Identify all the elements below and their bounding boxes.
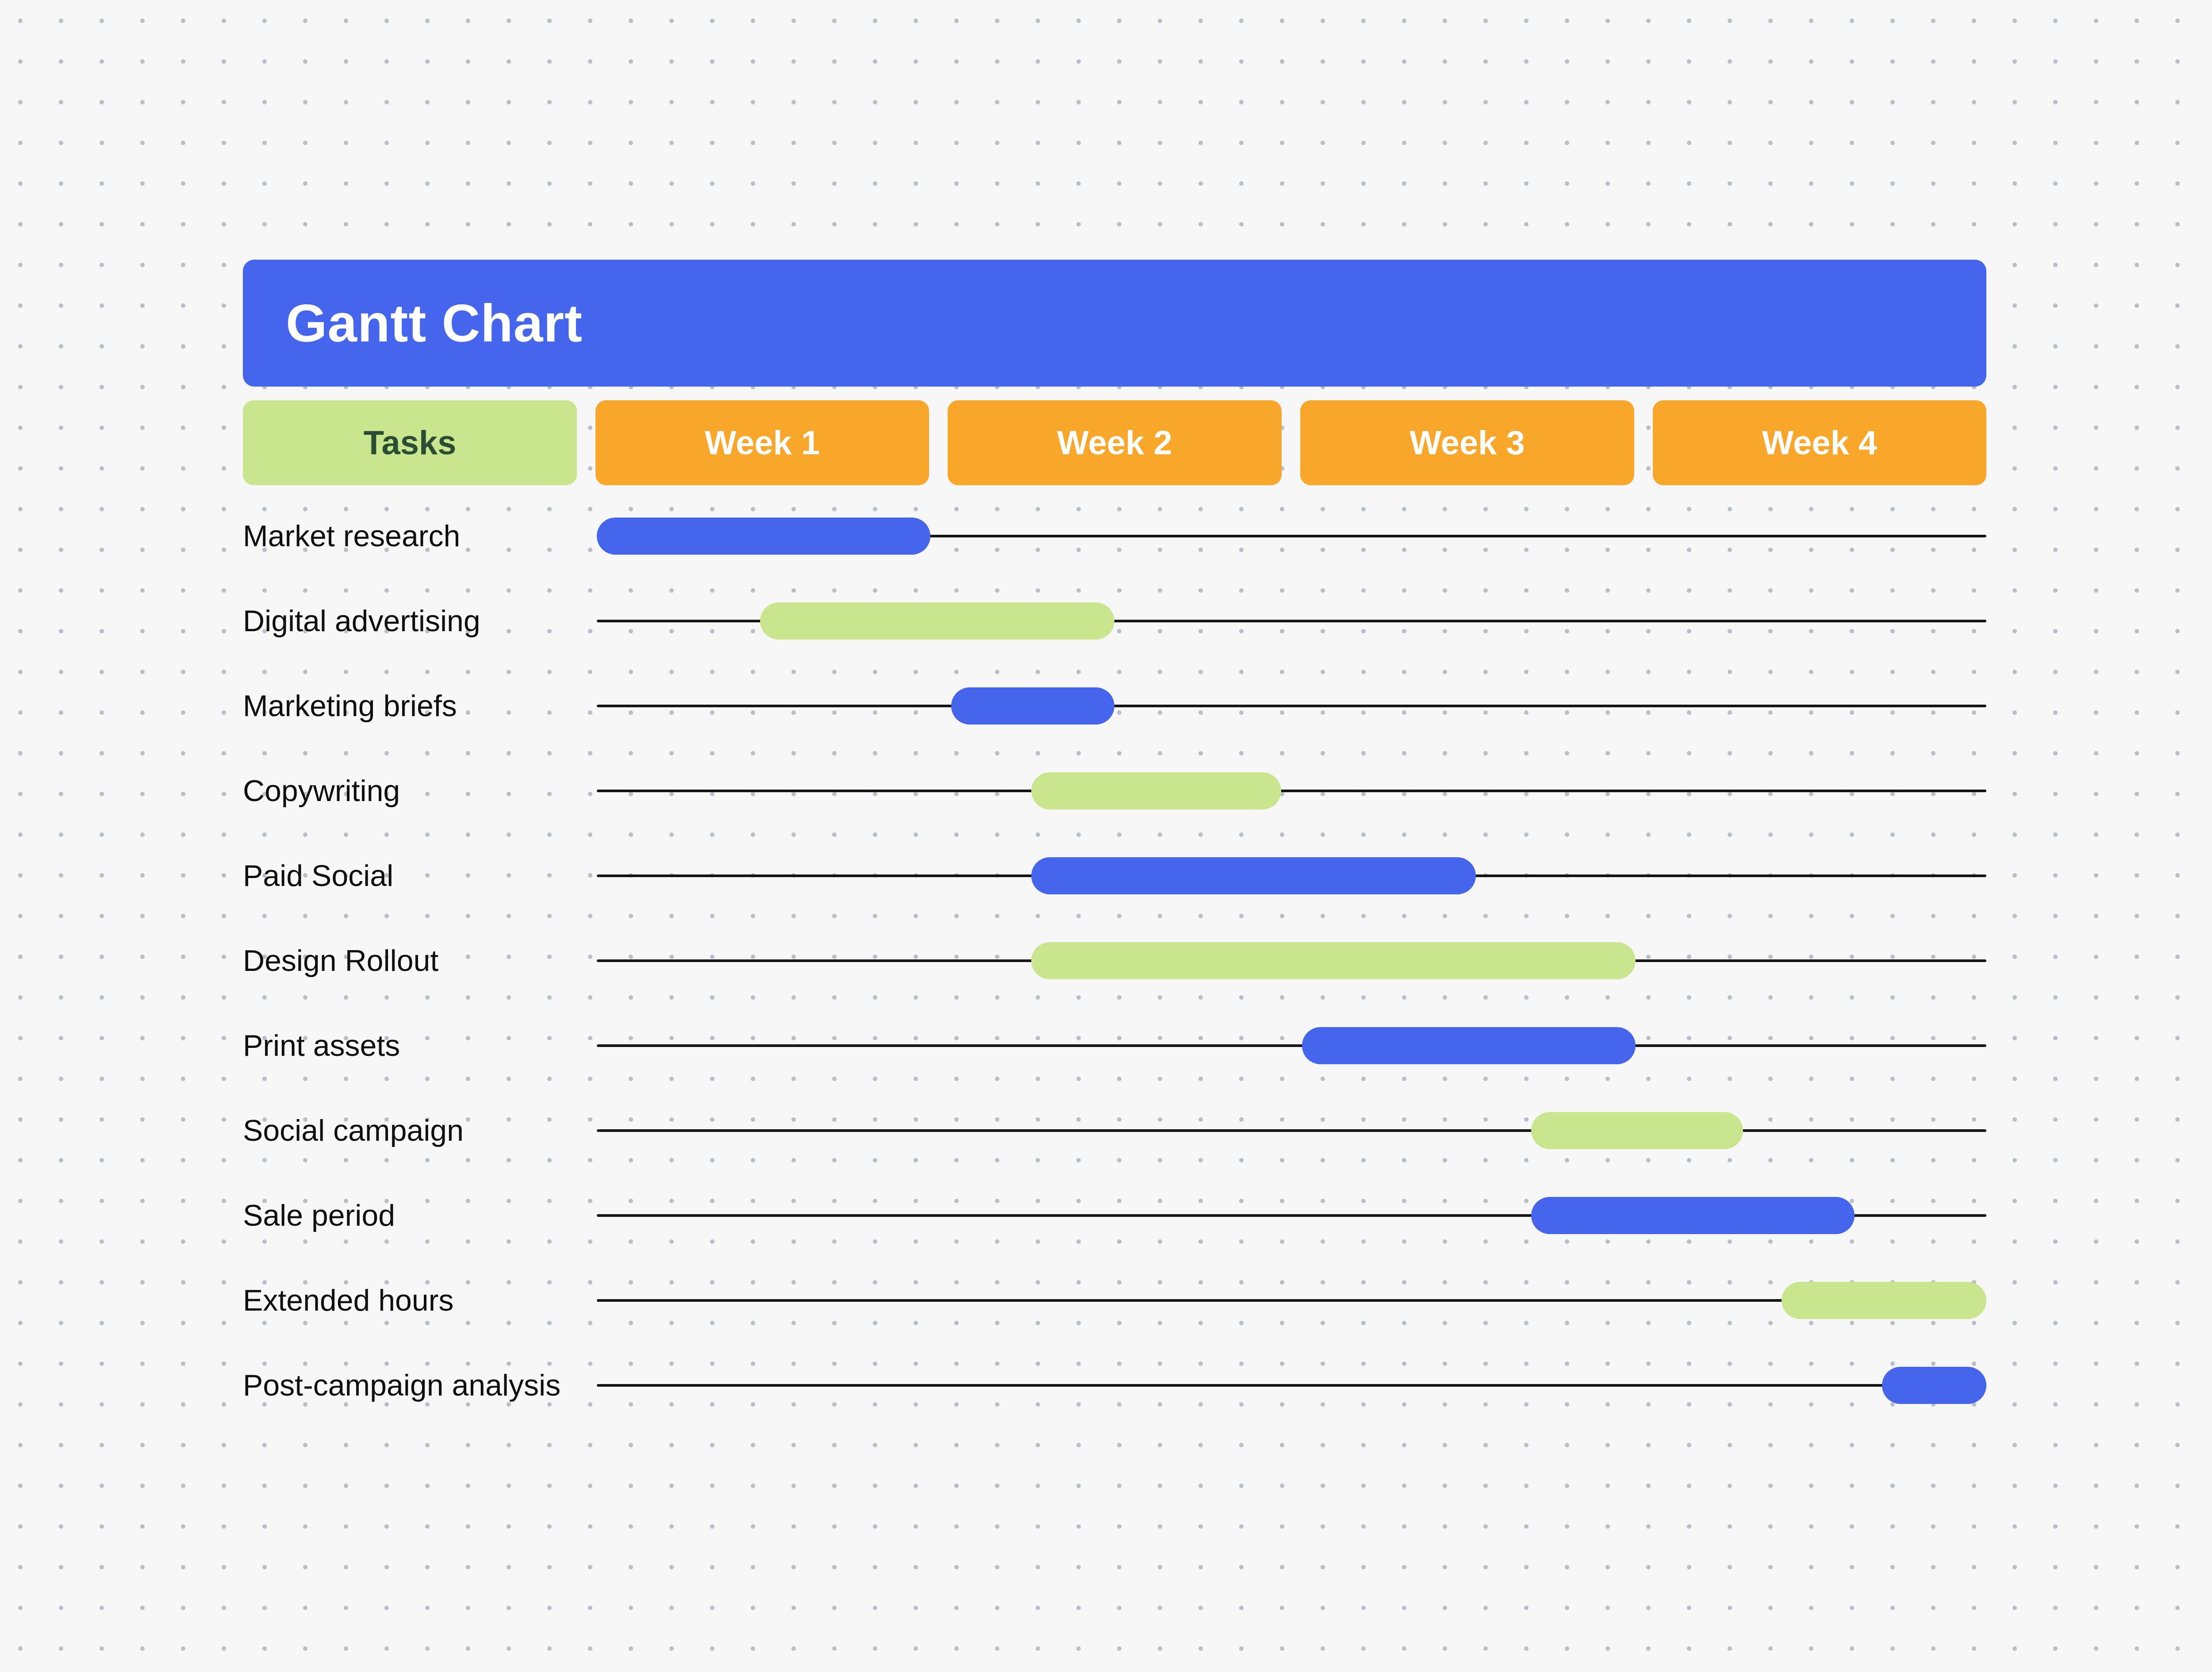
task-duration-bar	[760, 602, 1115, 640]
task-timeline-line	[597, 1044, 1986, 1047]
chart-title-bar: Gantt Chart	[243, 260, 1986, 387]
task-timeline-line	[597, 535, 1986, 537]
task-label: Design Rollout	[243, 944, 439, 978]
task-label: Social campaign	[243, 1114, 464, 1147]
task-label: Digital advertising	[243, 604, 480, 638]
week-3-label: Week 3	[1409, 424, 1525, 462]
task-timeline-line	[597, 705, 1986, 707]
week-1-label: Week 1	[704, 424, 820, 462]
task-row: Post-campaign analysis	[0, 1343, 2212, 1428]
task-duration-bar	[951, 687, 1115, 725]
week-4-label: Week 4	[1762, 424, 1878, 462]
week-4-column-header: Week 4	[1653, 400, 1986, 485]
task-label: Copywriting	[243, 774, 400, 808]
week-3-column-header: Week 3	[1300, 400, 1634, 485]
chart-title: Gantt Chart	[286, 293, 583, 353]
task-duration-bar	[597, 518, 930, 555]
tasks-column-label: Tasks	[363, 424, 457, 462]
week-2-column-header: Week 2	[948, 400, 1282, 485]
task-label: Market research	[243, 519, 461, 553]
task-duration-bar	[1031, 857, 1476, 894]
week-1-column-header: Week 1	[595, 400, 929, 485]
task-row: Design Rollout	[0, 918, 2212, 1003]
task-row: Digital advertising	[0, 579, 2212, 663]
task-duration-bar	[1302, 1027, 1636, 1064]
task-row: Sale period	[0, 1173, 2212, 1258]
task-row: Copywriting	[0, 748, 2212, 833]
week-2-label: Week 2	[1057, 424, 1172, 462]
task-timeline-line	[597, 790, 1986, 792]
task-duration-bar	[1781, 1282, 1986, 1319]
task-row: Market research	[0, 494, 2212, 579]
tasks-column-header: Tasks	[243, 400, 577, 485]
task-row: Paid Social	[0, 833, 2212, 918]
task-row: Marketing briefs	[0, 663, 2212, 748]
task-label: Marketing briefs	[243, 689, 457, 723]
task-label: Extended hours	[243, 1284, 454, 1317]
task-duration-bar	[1531, 1112, 1743, 1149]
task-duration-bar	[1031, 772, 1281, 809]
task-label: Print assets	[243, 1029, 400, 1062]
task-row: Social campaign	[0, 1088, 2212, 1173]
task-row: Extended hours	[0, 1258, 2212, 1343]
task-duration-bar	[1882, 1367, 1986, 1404]
task-label: Post-campaign analysis	[243, 1369, 561, 1402]
task-duration-bar	[1031, 942, 1636, 979]
task-label: Sale period	[243, 1199, 396, 1232]
task-timeline-line	[597, 1214, 1986, 1217]
task-timeline-line	[597, 620, 1986, 622]
task-timeline-line	[597, 1384, 1986, 1387]
task-label: Paid Social	[243, 859, 394, 893]
task-timeline-line	[597, 1129, 1986, 1132]
task-row: Print assets	[0, 1003, 2212, 1088]
task-timeline-line	[597, 1299, 1986, 1302]
task-duration-bar	[1531, 1197, 1855, 1234]
